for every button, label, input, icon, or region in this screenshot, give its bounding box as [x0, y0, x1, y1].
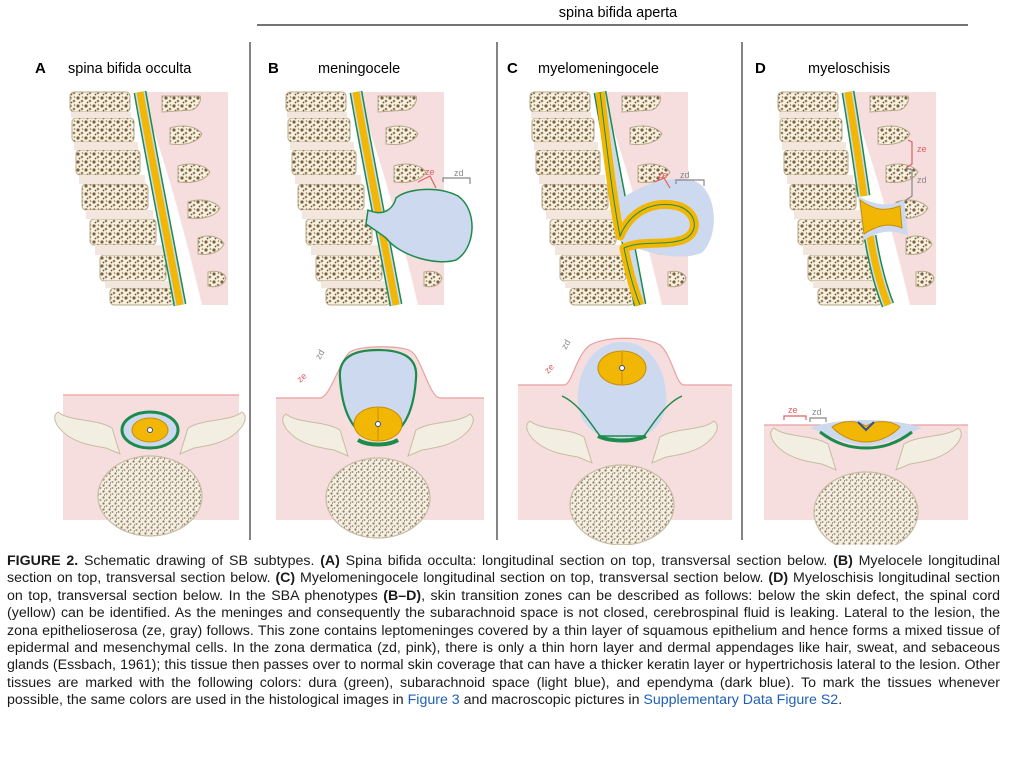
panel-c-zd-label: zd — [680, 170, 690, 180]
caption-text: and macroscopic pictures in — [459, 692, 644, 709]
panel-d-transversal: ze zd — [764, 405, 968, 545]
panel-b-longitudinal — [285, 90, 473, 307]
panel-d-zd-label-2: zd — [812, 407, 822, 417]
caption-panel-ref: (B–D) — [383, 587, 422, 604]
supplementary-figure-link[interactable]: Supplementary Data Figure S2 — [643, 692, 839, 709]
figure-3-link[interactable]: Figure 3 — [407, 692, 460, 709]
figure-caption: FIGURE 2. Schematic drawing of SB subtyp… — [7, 553, 1000, 710]
panel-title-a: spina bifida occulta — [68, 61, 192, 77]
figure-illustration: spina bifida aperta A spina bifida occul… — [35, 5, 968, 545]
panel-c-zd-label-2: zd — [559, 338, 572, 351]
panel-b-transversal: ze zd — [276, 346, 484, 539]
group-label-spina-bifida-aperta: spina bifida aperta — [559, 5, 678, 21]
panel-c-longitudinal — [529, 90, 714, 307]
panel-c-transversal: ze zd — [518, 337, 732, 545]
panel-b-ze-label-2: ze — [295, 371, 309, 385]
panel-b-ze-label: ze — [425, 167, 435, 177]
caption-panel-ref: (A) — [320, 553, 340, 569]
panel-letter-c: C — [507, 60, 518, 77]
panel-title-b: meningocele — [318, 61, 400, 77]
panel-a-longitudinal — [69, 90, 229, 307]
panel-d-ze-label-2: ze — [788, 405, 798, 415]
caption-text: Schematic drawing of SB subtypes. — [78, 553, 321, 569]
figure-label: FIGURE 2. — [7, 553, 79, 569]
caption-panel-ref: (B) — [833, 553, 853, 569]
caption-text: . — [838, 692, 843, 709]
panel-b-zd-label-2: zd — [313, 348, 326, 361]
panel-d-ze-label: ze — [917, 144, 927, 154]
panel-letter-d: D — [755, 60, 766, 77]
panel-title-c: myelomeningocele — [538, 61, 659, 77]
caption-text: Myelocele longitudinal section on top, t… — [7, 553, 1001, 587]
caption-panel-ref: (C) — [275, 570, 296, 587]
panel-c-ze-label-2: ze — [542, 362, 556, 376]
panel-letter-b: B — [268, 60, 279, 77]
panel-title-d: myeloschisis — [808, 61, 890, 77]
panel-a-transversal — [54, 394, 246, 537]
caption-text: Myeloschisis longitudinal section on top… — [7, 570, 1000, 604]
caption-panel-ref: (D) — [768, 570, 789, 587]
caption-text: , skin transition zones can be described… — [7, 587, 1000, 709]
panel-d-zd-label: zd — [917, 175, 927, 185]
caption-text: Myelomeningocele longitudinal section on… — [295, 570, 769, 587]
panel-d-longitudinal — [777, 90, 937, 308]
panel-b-zd-label: zd — [454, 168, 464, 178]
panel-c-ze-label: ze — [658, 170, 668, 180]
panel-letter-a: A — [35, 60, 46, 77]
caption-text: Spina bifida occulta: longitudinal secti… — [339, 553, 834, 569]
